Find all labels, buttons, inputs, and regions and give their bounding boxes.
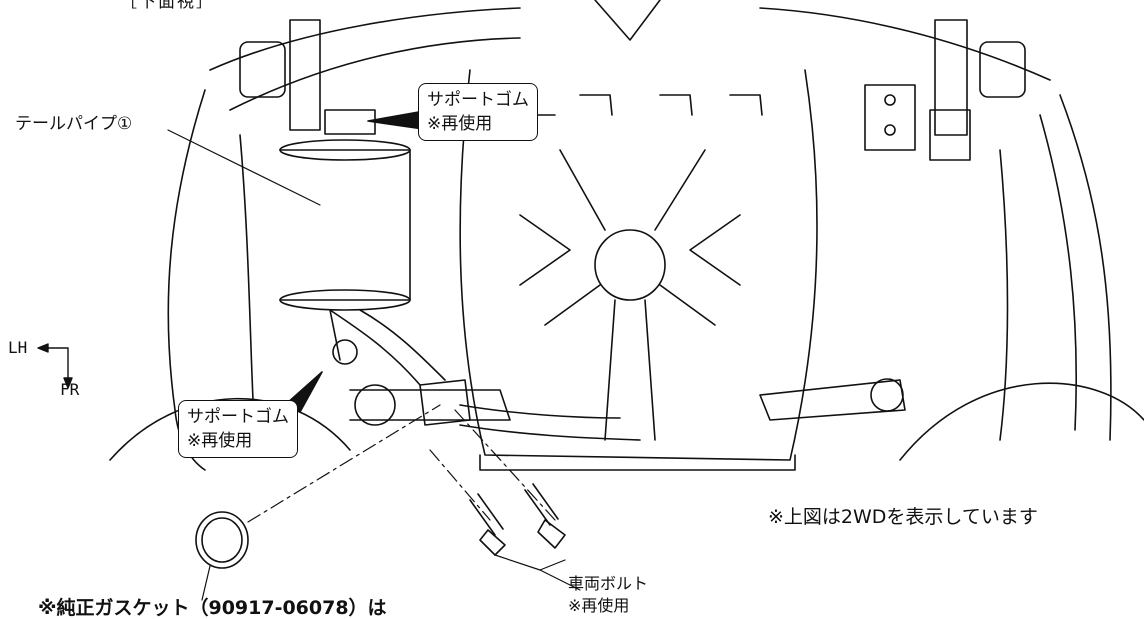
vehicle-bolts — [469, 483, 566, 556]
leader-lines — [167, 129, 581, 601]
direction-fr-label: FR — [60, 380, 80, 399]
tail-pipe-label: テールパイプ① — [15, 114, 133, 134]
support-rubber-callout-left: サポートゴム ※再使用 — [178, 400, 298, 458]
callout-line-1: サポートゴム — [427, 90, 529, 110]
callout-line-2: ※再使用 — [187, 431, 253, 451]
rear-body-outline — [167, 0, 1112, 471]
gasket — [195, 511, 249, 569]
view-label: ［下面視］ — [120, 0, 215, 12]
direction-lh-label: LH — [8, 338, 28, 357]
tail-pipe-muffler — [239, 19, 641, 441]
bolt-line-1: 車両ボルト — [568, 574, 649, 593]
gasket-note: ※純正ガスケット（90917-06078）は — [38, 597, 387, 619]
center-lines — [247, 404, 556, 523]
right-tail-pipes — [864, 19, 1026, 161]
bolt-line-2: ※再使用 — [568, 596, 630, 615]
diagram-note: ※上図は2WDを表示しています — [768, 506, 1038, 528]
support-rubber-callout-top: サポートゴム ※再使用 — [418, 83, 538, 141]
direction-arrows — [37, 343, 73, 389]
vehicle-bolt-label: 車両ボルト ※再使用 — [568, 573, 648, 617]
callout-line-2: ※再使用 — [427, 114, 493, 134]
callout-line-1: サポートゴム — [187, 407, 289, 427]
wheels — [109, 382, 1144, 461]
suspension-links — [349, 378, 906, 426]
